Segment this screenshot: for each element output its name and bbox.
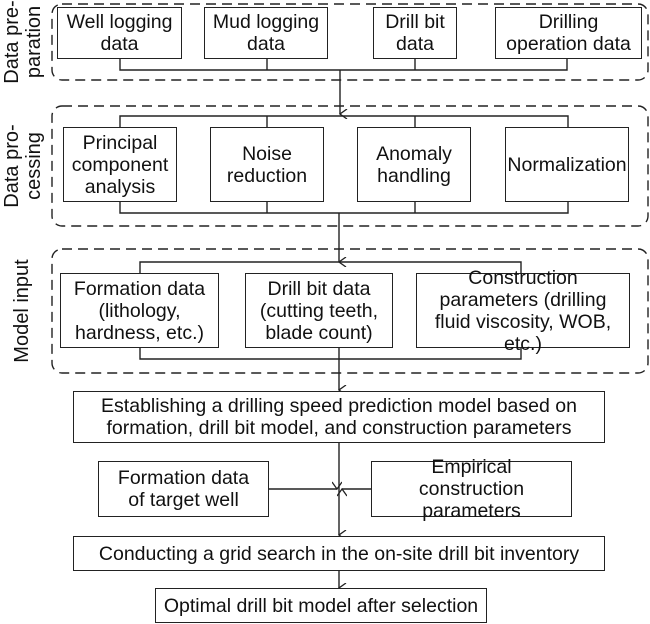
- bus-processing-bottom: [119, 202, 569, 214]
- box-noise-reduction: Noise reduction: [210, 127, 324, 202]
- box-drill-bit-data: Drill bit data: [373, 7, 457, 59]
- box-drilling-operation-data: Drilling operation data: [495, 7, 642, 59]
- stage-container-preparation: [51, 3, 649, 81]
- bus-preparation: [119, 59, 568, 71]
- bus-processing-top: [119, 115, 569, 127]
- box-grid-search: Conducting a grid search in the on-site …: [73, 536, 605, 571]
- bus-model-input-bottom: [139, 348, 522, 360]
- box-empirical-construction-parameters: Empirical construction parameters: [371, 456, 572, 522]
- box-mud-logging-data: Mud logging data: [204, 7, 328, 59]
- stage-label-processing: Data pro- cessing: [1, 124, 45, 208]
- box-construction-parameters: Construction parameters (drilling fluid …: [416, 267, 630, 355]
- box-formation-data: Formation data (lithology, hardness, etc…: [60, 273, 219, 348]
- box-principal-component-analysis: Principal component analysis: [63, 127, 177, 202]
- box-anomaly-handling: Anomaly handling: [357, 127, 471, 202]
- stage-container-model-input: [51, 248, 649, 374]
- stage-label-model-input: Model input: [11, 259, 33, 363]
- box-normalization: Normalization: [505, 127, 629, 202]
- bus-model-input-top: [139, 261, 522, 273]
- box-drill-bit-model-data: Drill bit data (cutting teeth, blade cou…: [245, 273, 393, 348]
- box-target-formation-data: Formation data of target well: [98, 461, 269, 517]
- box-well-logging-data: Well logging data: [57, 7, 182, 59]
- stage-container-processing: [51, 105, 649, 227]
- box-optimal-drill-bit: Optimal drill bit model after selection: [155, 588, 487, 623]
- stage-label-preparation: Data pre- paration: [1, 0, 45, 84]
- box-model-building: Establishing a drilling speed prediction…: [73, 391, 605, 443]
